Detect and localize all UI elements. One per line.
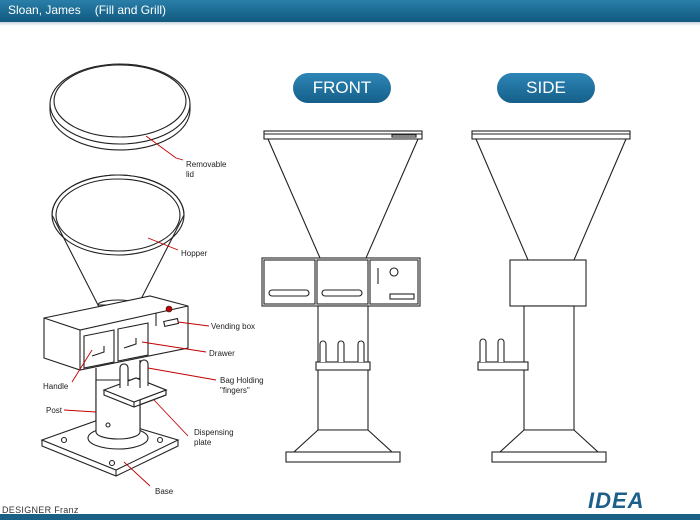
label-vending-box: Vending box: [211, 322, 255, 332]
lid-drawing: [50, 64, 190, 150]
label-dispensing-plate: Dispensing plate: [194, 428, 234, 448]
side-view-drawing: [472, 131, 630, 462]
idea-logo: IDEA: [588, 488, 645, 514]
vending-box-drawing: [44, 296, 188, 370]
label-removable-lid: Removable lid: [186, 160, 226, 180]
footer-bar: [0, 514, 700, 520]
label-bag-holding: Bag Holding "fingers": [220, 376, 264, 396]
label-base: Base: [155, 487, 173, 497]
label-post: Post: [46, 406, 62, 416]
label-handle: Handle: [43, 382, 68, 392]
label-drawer: Drawer: [209, 349, 235, 359]
label-hopper: Hopper: [181, 249, 207, 259]
front-view-drawing: [262, 131, 422, 462]
hopper-drawing: [52, 175, 184, 310]
base-drawing: [42, 380, 178, 476]
